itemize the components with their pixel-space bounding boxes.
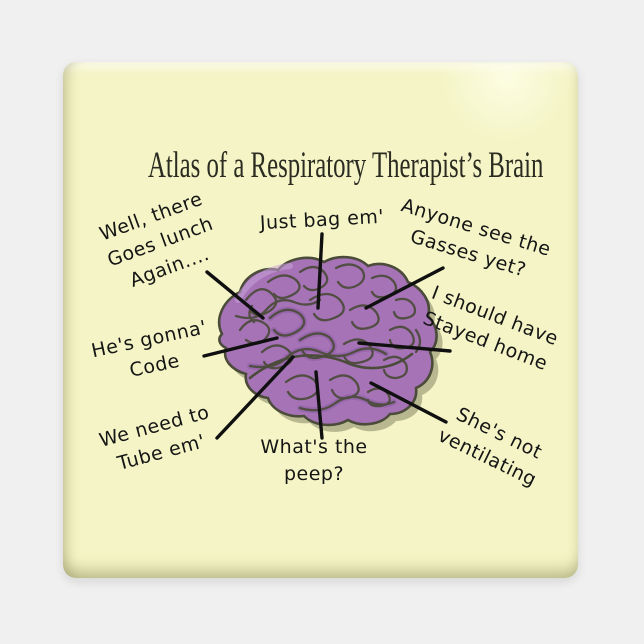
label-line: What's the: [260, 436, 368, 458]
label-whats-the: What's the peep?: [239, 434, 389, 488]
product-title: Atlas of a Respiratory Therapist’s Brain: [147, 145, 544, 186]
label-line: peep?: [283, 462, 345, 485]
